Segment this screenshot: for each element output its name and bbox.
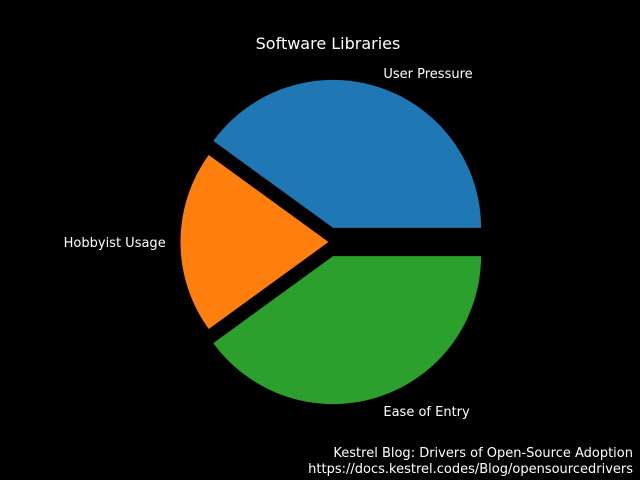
pie-slice-hobbyist-usage [180,155,329,329]
slice-label: Ease of Entry [383,405,470,420]
footer-caption: Kestrel Blog: Drivers of Open-Source Ado… [308,446,633,478]
footer-title: Kestrel Blog: Drivers of Open-Source Ado… [333,446,633,461]
pie-slice-user-pressure [213,79,482,228]
slice-label: User Pressure [383,67,472,82]
slice-label: Hobbyist Usage [64,236,166,251]
pie-slice-ease-of-entry [213,256,482,405]
footer-url: https://docs.kestrel.codes/Blog/opensour… [308,462,633,477]
chart-title: Software Libraries [256,34,401,53]
